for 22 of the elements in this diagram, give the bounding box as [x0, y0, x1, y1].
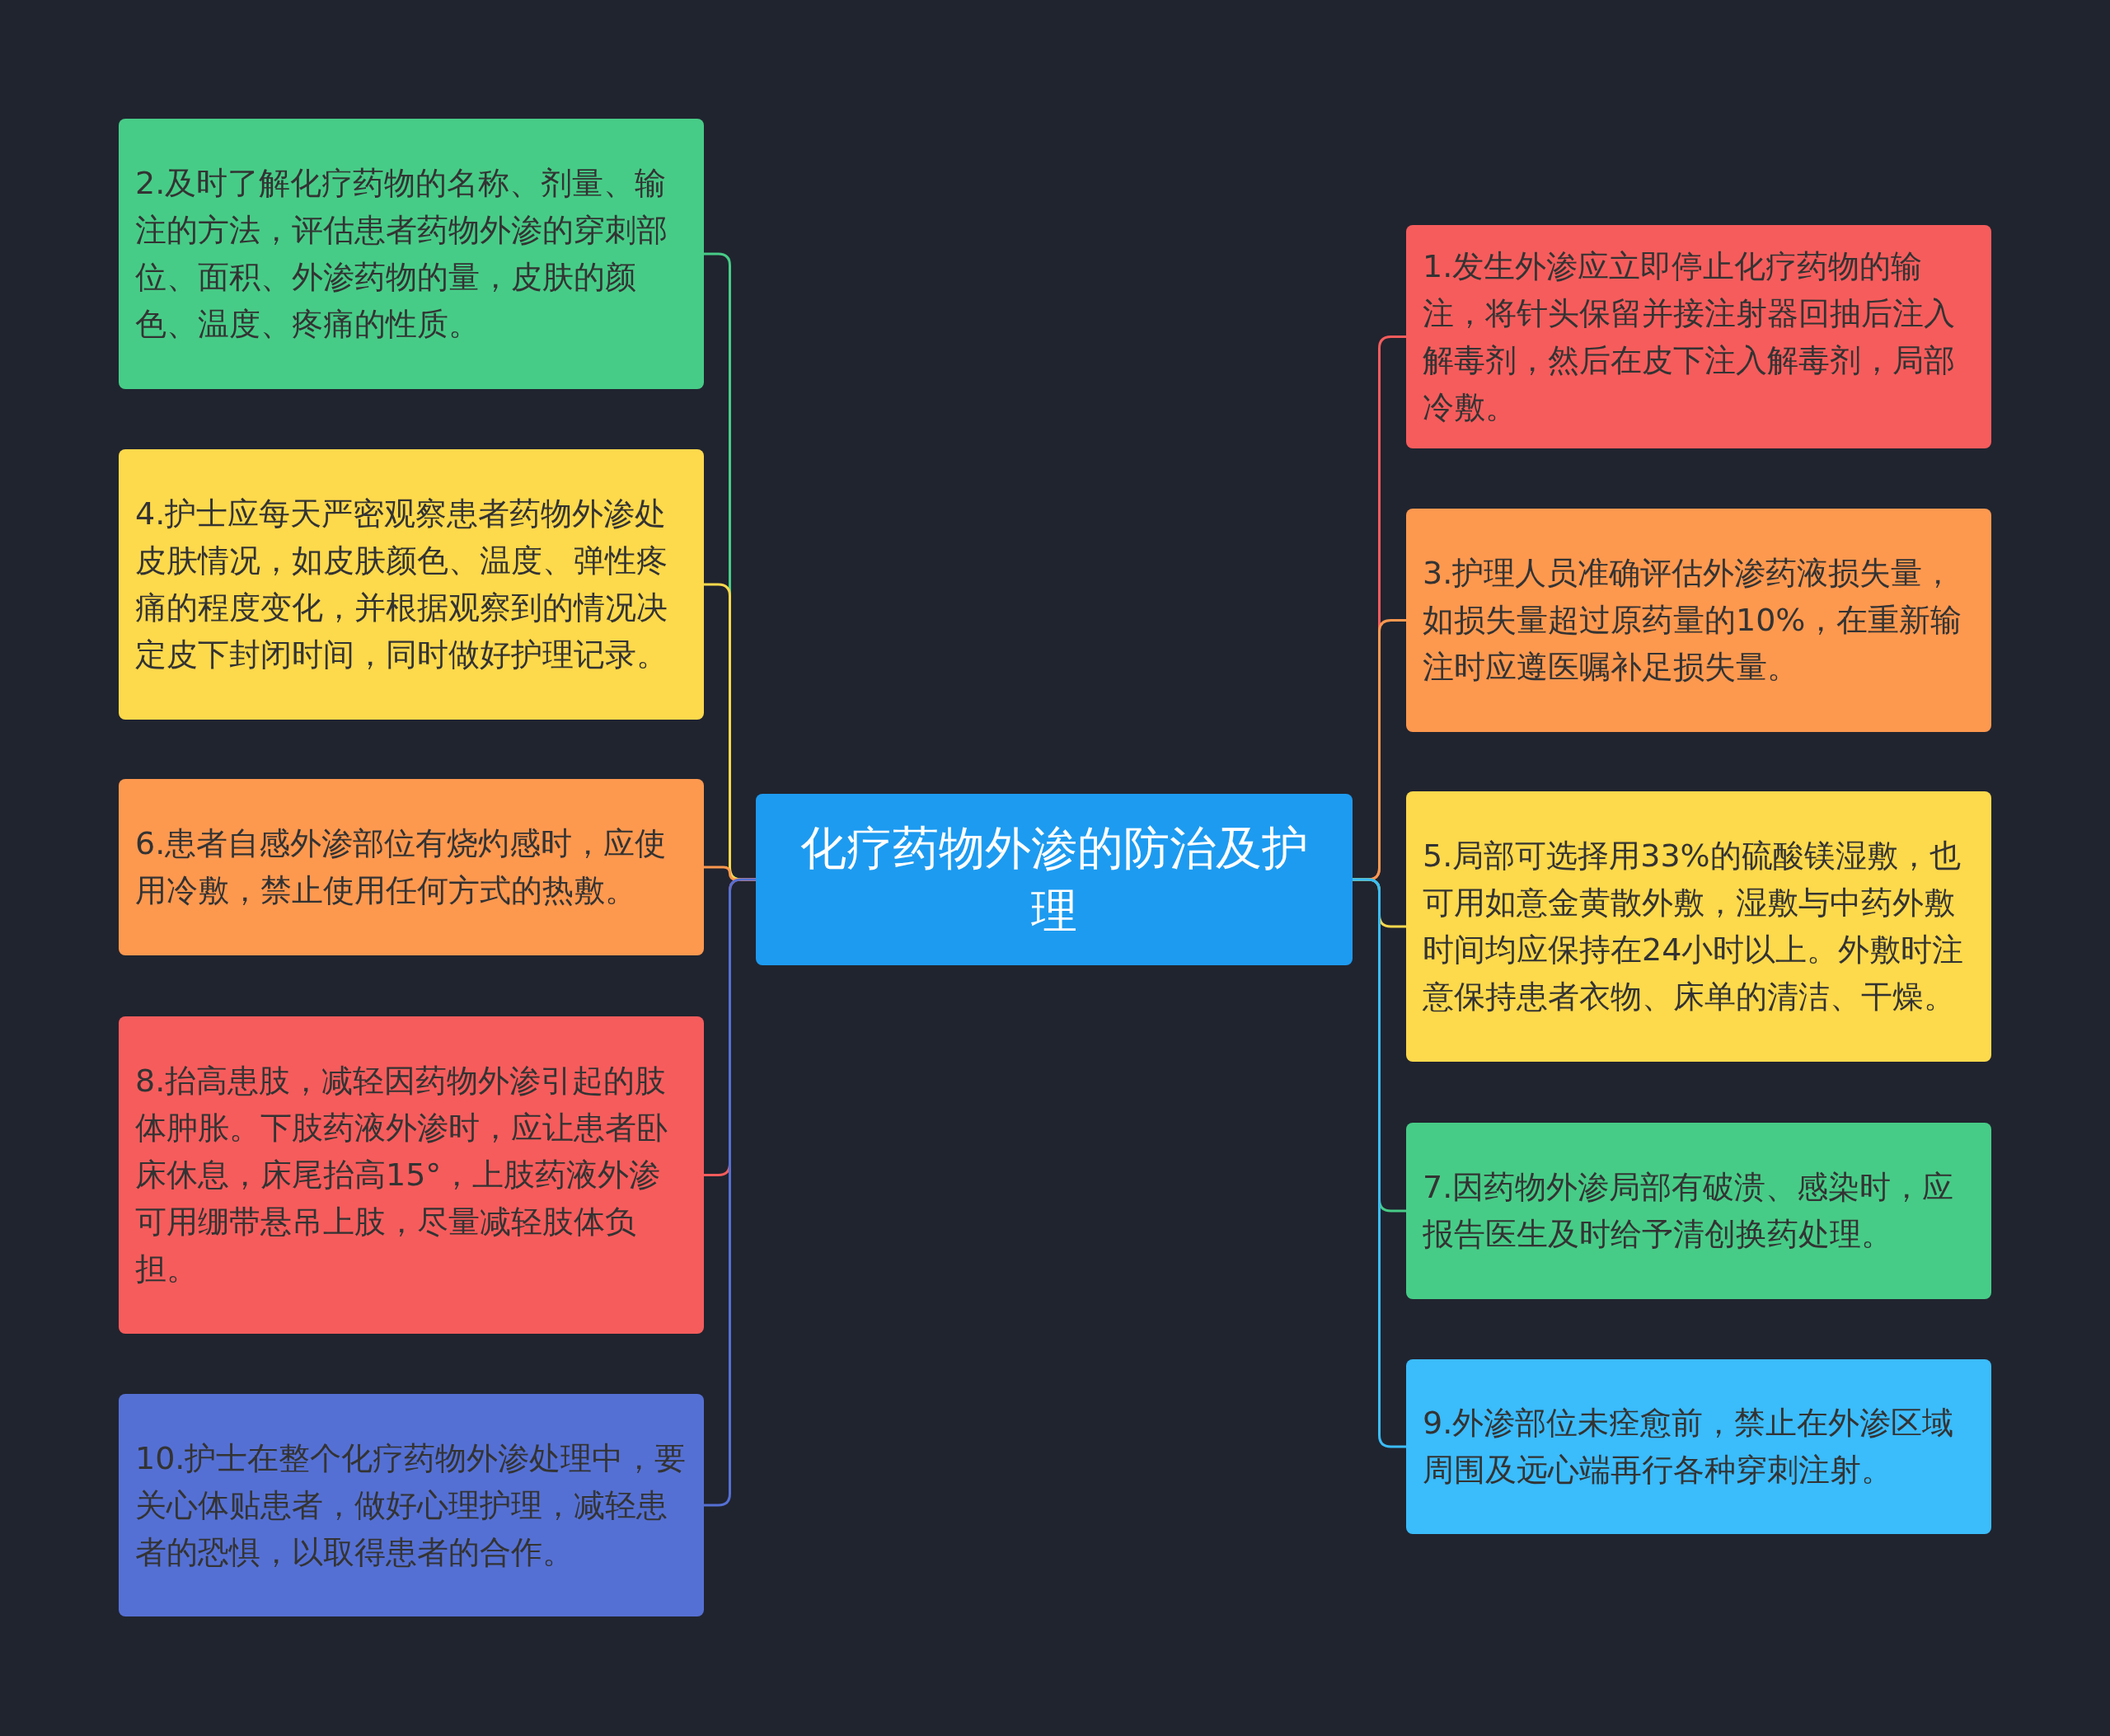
central-topic-text: 化疗药物外渗的防治及护理: [799, 820, 1309, 939]
topic-box: [119, 449, 704, 720]
topic-box: [119, 1016, 704, 1334]
topic-text: 8.抬高患肢，减轻因药物外渗引起的肢体肿胀。下肢药液外渗时，应让患者卧床休息，床尾抬高15°，上肢药液外渗可用绷带悬吊上肢，尽量减轻肢体负担。: [135, 1062, 668, 1288]
topic-box: [1406, 1123, 1991, 1299]
topic-box: [1406, 509, 1991, 732]
topic-text: 4.护士应每天严密观察患者药物外渗处皮肤情况，如皮肤颜色、温度、弹性疼痛的程度变化，并根据观察到的情况决定皮下封闭时间，同时做好护理记录。: [135, 495, 668, 674]
topic-text: 1.发生外渗应立即停止化疗药物的输注，将针头保留并接注射器回抽后注入解毒剂，然后在皮下注入解毒剂，局部冷敷。: [1423, 246, 1956, 427]
topic-text: 9.外渗部位未痊愈前，禁止在外渗区域周围及远心端再行各种穿刺注射。: [1423, 1404, 1955, 1490]
topic-text: 5.局部可选择用33%的硫酸镁湿敷，也可用如意金黄散外敷，湿敷与中药外敷时间均应保持在24小时以上。外敷时注意保持患者衣物、床单的清洁、干燥。: [1423, 837, 1965, 1016]
topic-box: [1406, 1359, 1991, 1534]
topic-text: 3.护理人员准确评估外渗药液损失量，如损失量超过原药量的10%，在重新输注时应遵医嘱补足损失量。: [1423, 554, 1963, 687]
central-topic-box: [756, 794, 1353, 965]
topic-text: 2.及时了解化疗药物的名称、剂量、输注的方法，评估患者药物外渗的穿刺部位、面积、外渗药物的量，皮肤的颜色、温度、疼痛的性质。: [135, 164, 668, 344]
topic-box: [119, 779, 704, 955]
topic-box: [119, 1394, 704, 1616]
topic-box: [119, 119, 704, 389]
topic-text: 10.护士在整个化疗药物外渗处理中，要关心体贴患者，做好心理护理，减轻患者的恐惧，以取得患者的合作。: [135, 1438, 687, 1572]
topic-box: [1406, 225, 1991, 448]
topic-text: 7.因药物外渗局部有破溃、感染时，应报告医生及时给予清创换药处理。: [1423, 1168, 1955, 1254]
topic-box: [1406, 791, 1991, 1062]
topic-text: 6.患者自感外渗部位有烧灼感时，应使用冷敷，禁止使用任何方式的热敷。: [135, 824, 668, 910]
